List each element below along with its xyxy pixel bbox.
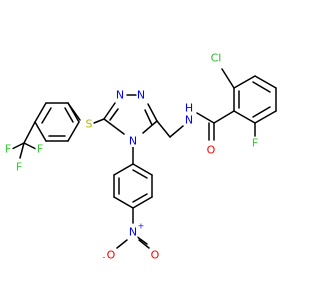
atom-label-n_amide: N [185,114,193,127]
atom-label-n_nitro: N [129,226,137,239]
charge-plus: + [138,222,145,231]
atom-label-background [136,89,146,101]
bond [156,120,171,138]
bond [64,107,74,123]
atom-label-o_nitro1: O [107,249,116,262]
atom-label-o_amide: O [207,144,216,157]
bond [135,235,148,245]
bond [103,118,125,135]
atom-label-background [184,114,194,126]
bond [252,106,271,118]
atom-label-background [106,249,116,261]
bond [93,118,105,124]
bond [147,103,158,122]
bond [213,110,235,124]
atom-label-f_c: F [37,143,43,156]
bond [67,102,80,123]
bond [67,121,80,142]
bond [132,193,148,203]
bond [34,102,47,123]
bond [23,121,36,144]
bond [132,163,153,176]
bond [196,112,215,124]
charge-minus: - [103,253,106,262]
bond [254,75,277,89]
atom-label-background [3,143,13,155]
atom-label-background [250,137,260,149]
atom-label-cl: Cl [211,52,222,65]
bond [113,163,134,176]
bond [132,196,153,209]
bond [113,196,134,209]
bond [103,102,116,120]
atom-label-n_tri1: N [137,89,145,102]
bond [221,68,235,89]
bond [144,109,153,126]
atom-label-background [128,135,138,147]
bonds [11,68,277,249]
bond [132,169,148,179]
atom-label-background [14,161,24,173]
atom-label-background [184,102,194,114]
bond [233,110,256,124]
atom-label-background [150,249,160,261]
bond [19,142,25,159]
atom-label-f_b: F [5,143,11,156]
atom-label-h_amide: H [185,102,193,115]
bond [11,142,25,150]
atom-label-background [128,226,138,238]
atom-label-background [84,118,94,130]
bond [142,120,158,134]
atom-label-background [206,144,216,156]
atom-label-f1: F [252,137,258,150]
bond [233,75,256,89]
atom-label-n_tri2: N [116,89,124,102]
atom-label-n_tri4: N [129,135,137,148]
bond [41,107,52,124]
bond [34,121,47,142]
bond [23,142,37,150]
atom-label-s: S [86,118,93,131]
atom-label-background [115,89,125,101]
bond [116,239,128,249]
bond [138,239,150,249]
bond [109,108,119,121]
atom-label-background [209,52,223,64]
atom-label-f_a: F [16,161,22,174]
bond [254,110,277,124]
bond [252,81,271,93]
atom-label-o_nitro2: O [151,249,160,262]
atom-label-background [35,143,45,155]
bond [169,125,184,138]
